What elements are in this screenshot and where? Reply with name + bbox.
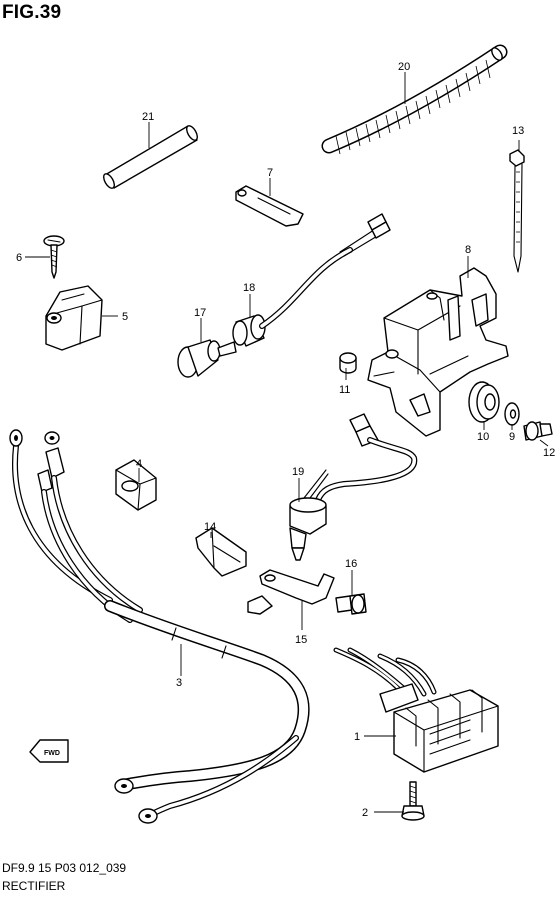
part-7-wire-clamp[interactable] — [235, 185, 304, 227]
callout-6: 6 — [16, 252, 22, 264]
part-19-wire-harness[interactable] — [289, 413, 418, 561]
callout-9: 9 — [509, 431, 515, 443]
part-9-washer[interactable] — [504, 402, 520, 426]
callout-18: 18 — [243, 282, 255, 294]
callout-17: 17 — [194, 307, 206, 319]
diagram-caption: RECTIFIER — [2, 879, 66, 893]
callout-2: 2 — [362, 807, 368, 819]
part-3-battery-cable[interactable] — [9, 429, 310, 824]
part-2-bolt[interactable] — [401, 781, 425, 821]
fwd-direction-badge: FWD — [29, 739, 69, 763]
callout-13: 13 — [512, 125, 524, 137]
callout-19: 19 — [292, 466, 304, 478]
wire-18-harness — [259, 213, 391, 329]
part-16-bolt[interactable] — [335, 593, 367, 615]
part-17-socket[interactable] — [177, 339, 237, 378]
callout-10: 10 — [477, 431, 489, 443]
part-8-bracket[interactable] — [367, 267, 509, 437]
callout-15: 15 — [295, 634, 307, 646]
callout-16: 16 — [345, 558, 357, 570]
part-5-clamp-holder[interactable] — [45, 285, 103, 351]
diagram-code: DF9.9 15 P03 012_039 — [2, 861, 127, 875]
figure-title: FIG.39 — [2, 2, 62, 23]
callout-20: 20 — [398, 61, 410, 73]
callout-21: 21 — [142, 111, 154, 123]
callout-8: 8 — [465, 244, 471, 256]
fwd-label: FWD — [44, 750, 60, 757]
part-10-grommet[interactable] — [468, 381, 500, 423]
callout-7: 7 — [267, 167, 273, 179]
part-18-grommet[interactable] — [232, 314, 266, 347]
callout-3: 3 — [176, 677, 182, 689]
callout-12: 12 — [543, 447, 555, 459]
part-15-stay[interactable] — [247, 569, 335, 615]
callout-14: 14 — [204, 521, 216, 533]
part-1-rectifier[interactable] — [333, 647, 499, 773]
part-20-spiral-wrap[interactable] — [321, 44, 508, 155]
callout-5: 5 — [122, 311, 128, 323]
callout-1: 1 — [354, 731, 360, 743]
part-12-bolt[interactable] — [523, 421, 553, 441]
callout-11: 11 — [339, 384, 350, 396]
callout-labels: 1 2 3 4 5 6 7 8 9 10 11 12 13 14 15 16 1… — [16, 61, 555, 819]
part-13-cable-tie[interactable] — [509, 149, 525, 273]
part-11-cap[interactable] — [339, 352, 357, 374]
part-21-sleeve-tube[interactable] — [102, 124, 200, 190]
part-14-clip[interactable] — [195, 527, 247, 577]
part-6-screw[interactable] — [43, 235, 65, 279]
part-4-grommet[interactable] — [115, 459, 157, 511]
leader-lines — [25, 72, 549, 813]
callout-4: 4 — [136, 458, 142, 470]
